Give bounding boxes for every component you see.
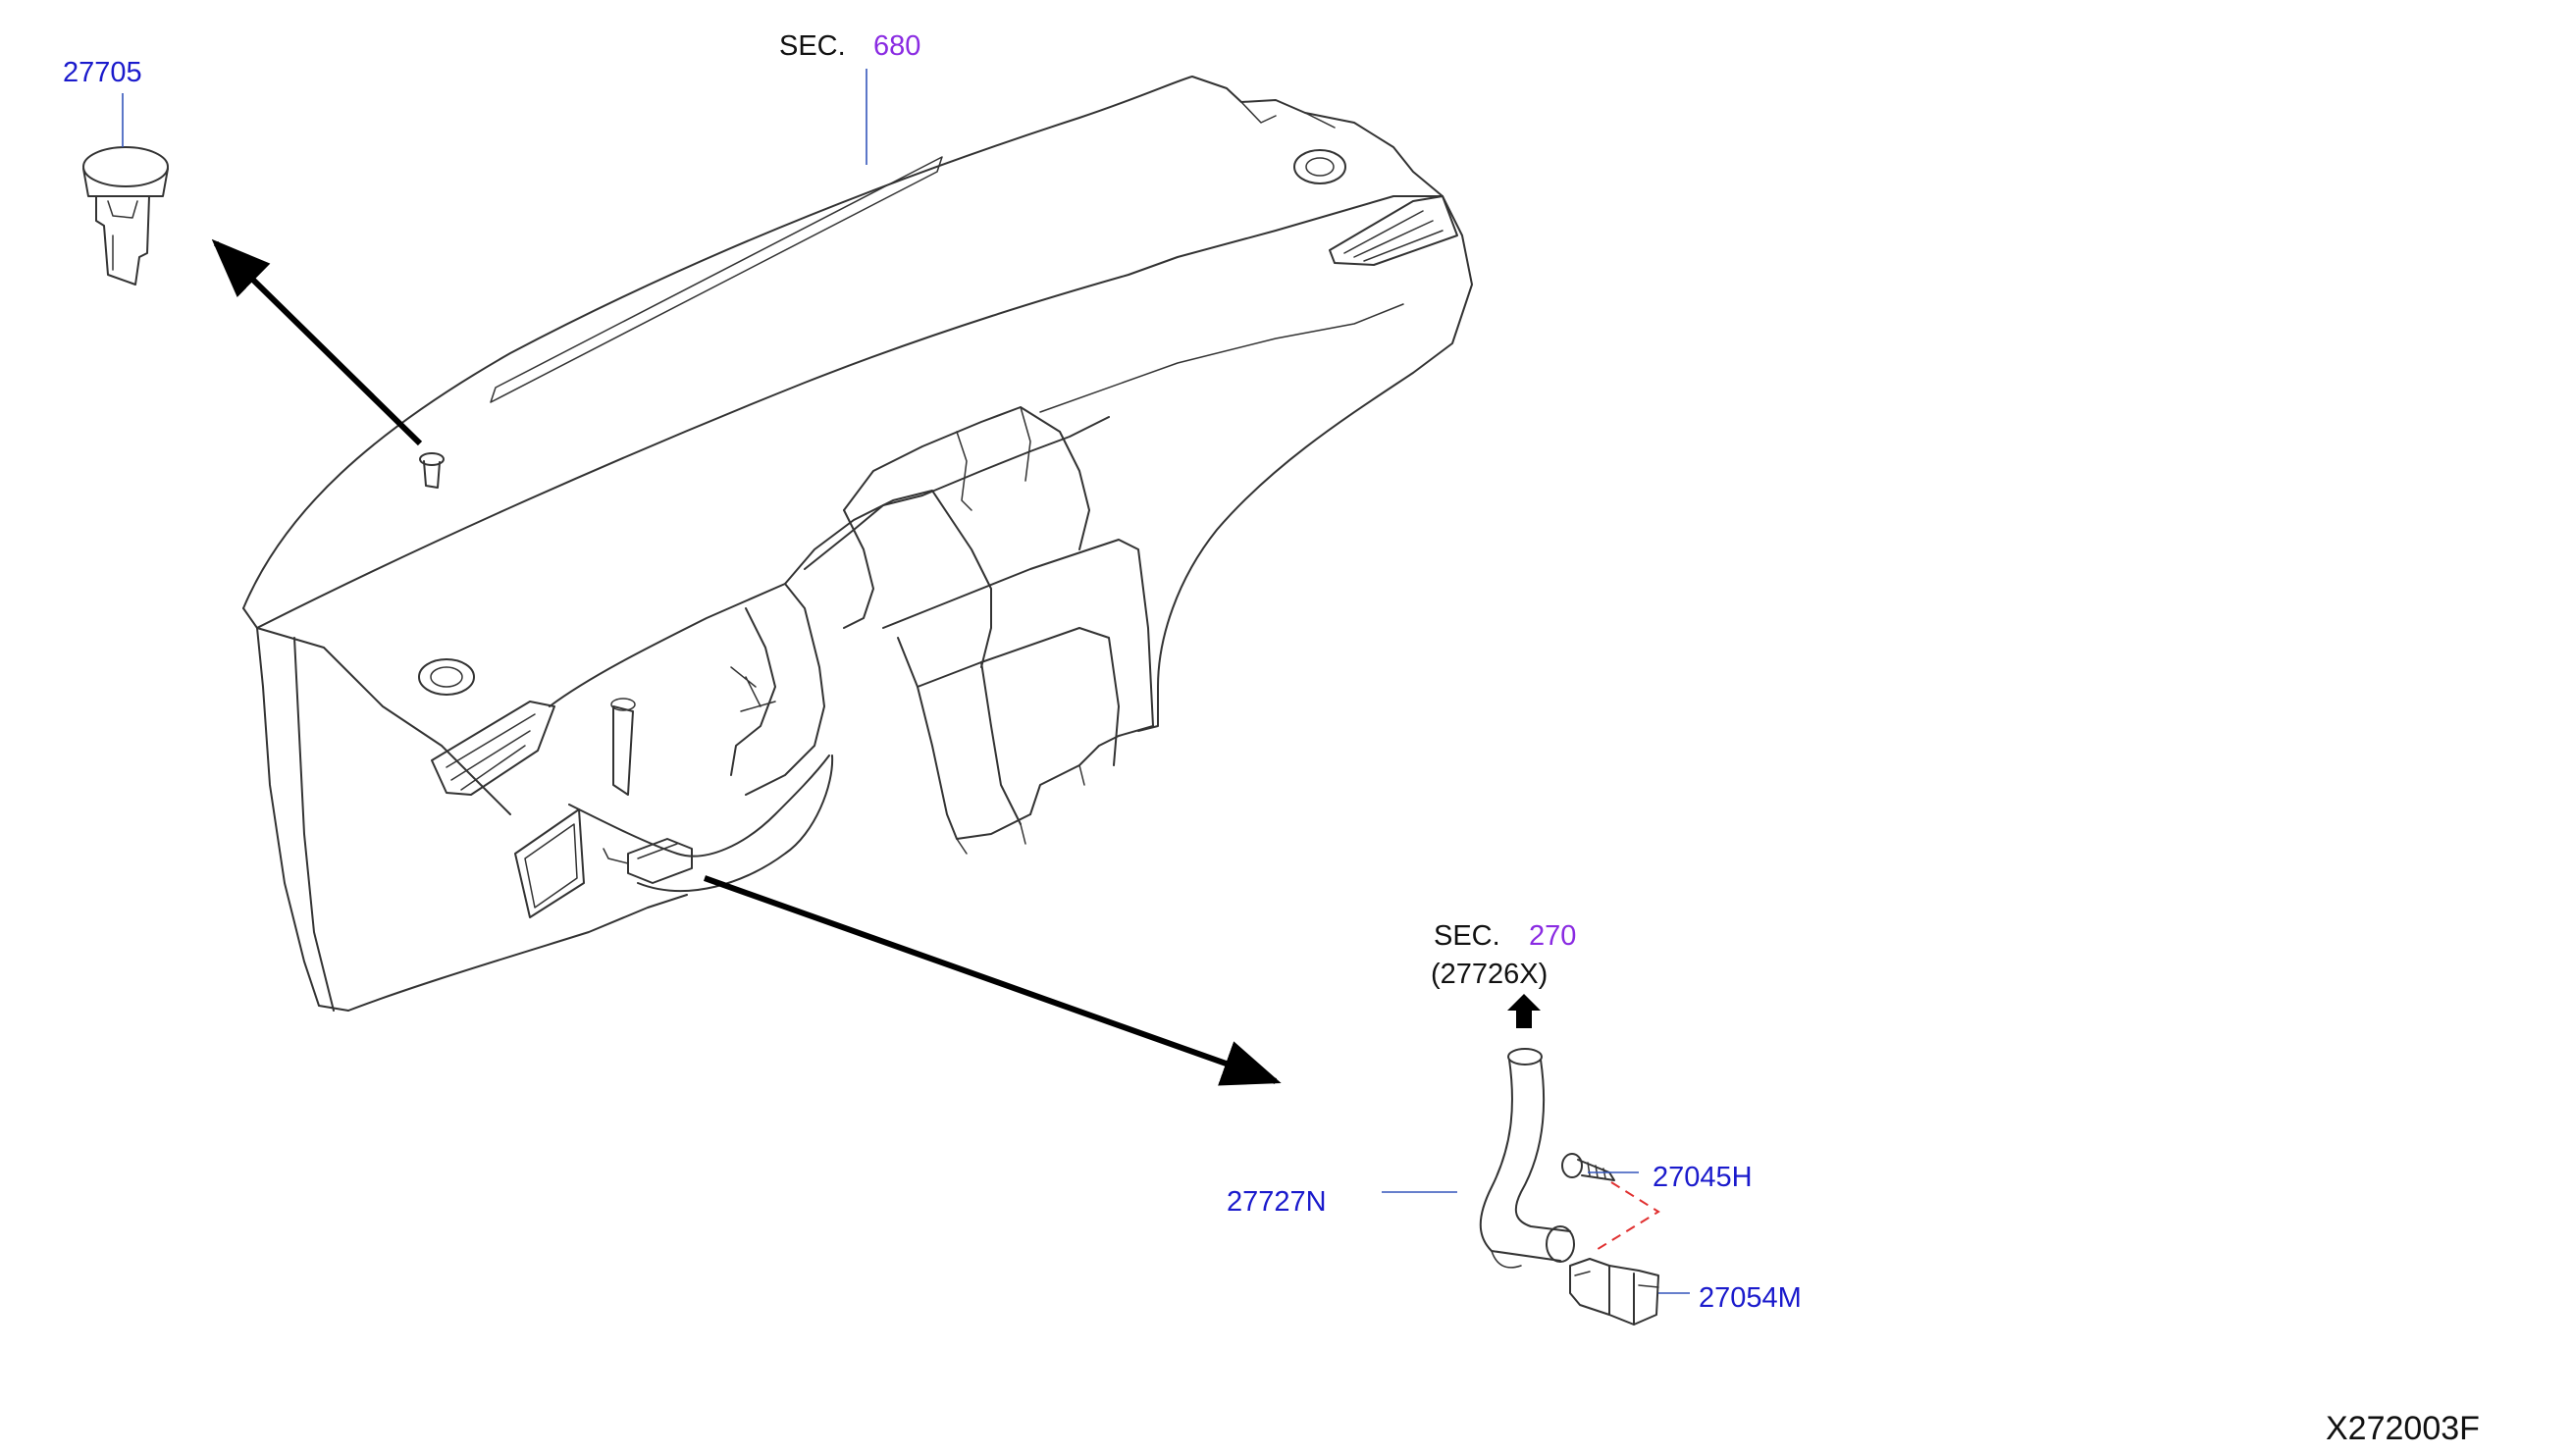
part-number-screw[interactable]: 27045H xyxy=(1653,1162,1753,1193)
part-number-clip[interactable]: 27705 xyxy=(63,57,142,88)
instrument-panel-drawing xyxy=(242,76,1473,1012)
assembly-dashed-line xyxy=(1594,1181,1660,1252)
section-subpart-label: (27726X) xyxy=(1431,959,1548,990)
drawing-code: X272003F xyxy=(2326,1410,2480,1447)
part-number-hose[interactable]: 27727N xyxy=(1227,1186,1327,1218)
section-prefix-bottom: SEC. xyxy=(1434,920,1500,952)
hose-part-drawing xyxy=(1479,1048,1575,1269)
clip-callout-arrow xyxy=(211,238,423,446)
part-number-sensor[interactable]: 27054M xyxy=(1699,1282,1802,1314)
sensor-callout-arrow xyxy=(703,875,1282,1086)
section-prefix-top: SEC. xyxy=(779,30,846,62)
sensor-part-drawing xyxy=(1569,1258,1659,1326)
clip-part-drawing xyxy=(82,146,169,286)
up-arrow-icon xyxy=(1507,994,1541,1028)
section-number-bottom[interactable]: 270 xyxy=(1529,920,1576,952)
section-number-top[interactable]: 680 xyxy=(873,30,920,62)
screw-part-drawing xyxy=(1561,1153,1615,1181)
